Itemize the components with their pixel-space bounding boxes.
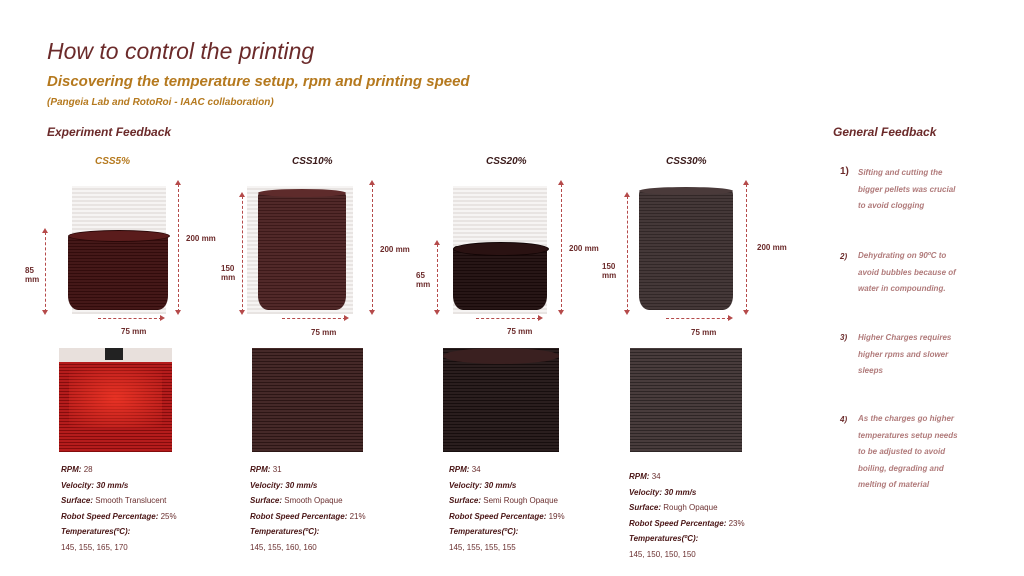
sample-name: CSS30%: [666, 156, 707, 167]
width-dimension-line: [666, 318, 730, 319]
height-dimension-line: [627, 196, 628, 312]
closeup-photo: [252, 348, 363, 452]
sample-name: CSS5%: [95, 156, 131, 167]
closeup-photo: [443, 348, 559, 452]
arrow-up-icon: [42, 228, 48, 233]
feedback-number: 3): [840, 333, 848, 342]
closeup-photo: [630, 348, 742, 452]
general-feedback-heading: General Feedback: [833, 125, 937, 139]
sample-name: CSS10%: [292, 156, 333, 167]
width-label: 75 mm: [311, 328, 337, 337]
height-label: 150 mm: [221, 264, 236, 282]
box-height-dimension-line: [561, 184, 562, 312]
arrow-right-icon: [728, 315, 733, 321]
feedback-item: As the charges go higher temperatures se…: [858, 414, 958, 489]
sample-specs: RPM: 34 Velocity: 30 mm/s Surface: Rough…: [629, 472, 745, 559]
page-subtitle: Discovering the temperature setup, rpm a…: [47, 73, 470, 90]
arrow-up-icon: [743, 180, 749, 185]
page-title: How to control the printing: [47, 38, 315, 64]
sample-specs: RPM: 28 Velocity: 30 mm/s Surface: Smoot…: [61, 465, 177, 552]
width-label: 75 mm: [691, 328, 717, 337]
cylinder-rim: [258, 189, 346, 197]
arrow-down-icon: [743, 310, 749, 315]
box-height-dimension-line: [178, 184, 179, 312]
feedback-item: Higher Charges requires higher rpms and …: [858, 333, 952, 375]
height-dimension-line: [45, 232, 46, 312]
collaboration-note: (Pangeia Lab and RotoRoi - IAAC collabor…: [47, 97, 274, 108]
feedback-number: 4): [840, 415, 848, 424]
width-label: 75 mm: [507, 327, 533, 336]
box-height-dimension-line: [372, 184, 373, 312]
arrow-up-icon: [558, 180, 564, 185]
printed-cylinder: [639, 190, 733, 310]
cylinder-rim: [68, 230, 170, 242]
nozzle: [105, 348, 123, 360]
printed-cylinder: [453, 246, 547, 310]
sample-photo: [68, 186, 170, 314]
height-label: 65 mm: [416, 271, 431, 289]
width-dimension-line: [476, 318, 540, 319]
arrow-down-icon: [624, 310, 630, 315]
printed-cylinder: [258, 192, 346, 310]
width-label: 75 mm: [121, 327, 147, 336]
experiment-feedback-heading: Experiment Feedback: [47, 125, 172, 139]
cylinder-rim: [453, 242, 549, 256]
arrow-down-icon: [239, 310, 245, 315]
arrow-up-icon: [434, 240, 440, 245]
printed-cylinder: [68, 234, 168, 310]
arrow-down-icon: [42, 310, 48, 315]
feedback-number: 1): [840, 166, 849, 177]
height-label: 150 mm: [602, 262, 617, 280]
sample-name: CSS20%: [486, 156, 527, 167]
box-height-label: 200 mm: [757, 243, 787, 252]
width-dimension-line: [98, 318, 162, 319]
arrow-up-icon: [175, 180, 181, 185]
box-height-label: 200 mm: [380, 245, 410, 254]
sample-photo: [636, 186, 736, 314]
arrow-down-icon: [175, 310, 181, 315]
box-height-label: 200 mm: [569, 244, 599, 253]
height-dimension-line: [242, 196, 243, 312]
sample-photo: [453, 186, 549, 314]
arrow-up-icon: [624, 192, 630, 197]
width-dimension-line: [282, 318, 346, 319]
feedback-item: Dehydrating on 90ºC to avoid bubbles bec…: [858, 251, 956, 293]
arrow-right-icon: [160, 315, 165, 321]
closeup-photo: [59, 348, 172, 452]
cylinder-rim: [639, 187, 733, 195]
arrow-down-icon: [558, 310, 564, 315]
arrow-up-icon: [239, 192, 245, 197]
arrow-down-icon: [434, 310, 440, 315]
sample-specs: RPM: 34 Velocity: 30 mm/s Surface: Semi …: [449, 465, 565, 552]
arrow-down-icon: [369, 310, 375, 315]
arrow-up-icon: [369, 180, 375, 185]
feedback-item: Sifting and cutting the bigger pellets w…: [858, 168, 956, 210]
box-height-dimension-line: [746, 184, 747, 312]
arrow-right-icon: [344, 315, 349, 321]
arrow-right-icon: [538, 315, 543, 321]
sample-photo: [247, 186, 353, 314]
height-label: 85 mm: [25, 266, 40, 284]
sample-specs: RPM: 31 Velocity: 30 mm/s Surface: Smoot…: [250, 465, 366, 552]
height-dimension-line: [437, 244, 438, 312]
box-height-label: 200 mm: [186, 234, 216, 243]
feedback-number: 2): [840, 252, 848, 261]
